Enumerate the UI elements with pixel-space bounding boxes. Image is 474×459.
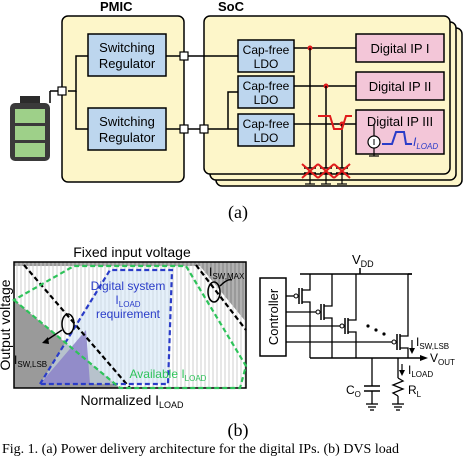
switching-regulator-2: Switching Regulator bbox=[87, 107, 167, 151]
panel-a: PMIC SoC Switching Regulator Switching R… bbox=[10, 0, 463, 223]
svg-text:Regulator: Regulator bbox=[99, 130, 156, 145]
iload-label: ILOAD bbox=[413, 135, 438, 151]
soc-input-terminal bbox=[199, 124, 209, 134]
voltage-droop-waveform bbox=[318, 115, 352, 130]
battery-icon bbox=[10, 96, 50, 161]
digital-system-requirement: requirement bbox=[96, 307, 161, 321]
vdd-label: VDD bbox=[352, 252, 374, 269]
svg-text:Switching: Switching bbox=[99, 114, 155, 129]
digital-system-label: Digital system bbox=[91, 279, 166, 293]
vout-label: VOUT bbox=[430, 351, 455, 367]
svg-text:Cap-free: Cap-free bbox=[243, 79, 290, 93]
load-current-waveform bbox=[382, 131, 412, 145]
isw-max-label: ISW,MAX bbox=[209, 265, 245, 281]
soc-label: SoC bbox=[218, 0, 245, 14]
pmic-output-terminal-2 bbox=[179, 124, 189, 134]
ldo-1: Cap-free LDO bbox=[237, 39, 295, 73]
svg-text:Digital IP III: Digital IP III bbox=[367, 114, 433, 129]
panel-a-label: (a) bbox=[228, 202, 248, 223]
controller-block bbox=[259, 277, 287, 357]
svg-text:Digital IP II: Digital IP II bbox=[369, 79, 432, 94]
ldo-3: Cap-free LDO bbox=[237, 113, 295, 147]
rl-label: RL bbox=[408, 383, 422, 399]
digital-ip-2: Digital IP II bbox=[355, 71, 445, 101]
svg-text:Cap-free: Cap-free bbox=[243, 117, 290, 131]
svg-text:LDO: LDO bbox=[254, 93, 279, 107]
fixed-input-label: Fixed input voltage bbox=[73, 244, 191, 260]
svg-text:Regulator: Regulator bbox=[99, 56, 156, 71]
pmos-1 bbox=[286, 274, 311, 312]
y-axis-label: Output voltage bbox=[0, 279, 13, 370]
isw-lsb-right-label: ISW,LSB bbox=[416, 335, 449, 351]
pmos-2 bbox=[286, 274, 333, 328]
pmic-input-terminal bbox=[57, 86, 67, 96]
svg-text:Digital IP I: Digital IP I bbox=[370, 41, 429, 56]
figure-caption: Fig. 1. (a) Power delivery architecture … bbox=[2, 442, 399, 457]
svg-text:LDO: LDO bbox=[254, 131, 279, 145]
available-label: Available ILOAD bbox=[130, 367, 207, 383]
svg-text:LDO: LDO bbox=[254, 57, 279, 71]
svg-text:Switching: Switching bbox=[99, 40, 155, 55]
digital-system-iload: ILOAD bbox=[115, 293, 140, 309]
digital-ip-1: Digital IP I bbox=[355, 33, 445, 63]
isw-lsb-label: ISW,LSB bbox=[14, 353, 47, 369]
iload-right-label: ILOAD bbox=[408, 363, 433, 379]
panel-b-label: (b) bbox=[228, 420, 249, 441]
controller-label: Controller bbox=[266, 288, 281, 345]
pmos-3 bbox=[286, 274, 357, 342]
pmic-output-terminal-1 bbox=[179, 51, 189, 61]
svg-text:Cap-free: Cap-free bbox=[243, 43, 290, 57]
switching-regulator-1: Switching Regulator bbox=[87, 33, 167, 77]
co-label: CO bbox=[346, 383, 361, 399]
panel-b-schematic: VDD Controller bbox=[259, 252, 455, 411]
pmos-lsb bbox=[286, 274, 409, 358]
ldo-2: Cap-free LDO bbox=[237, 75, 295, 109]
removed-capacitors bbox=[301, 163, 351, 185]
panel-b-plot: Fixed input voltage ISW,MAX ISW,LSB Digi… bbox=[0, 244, 248, 410]
x-axis-label: Normalized ILOAD bbox=[80, 392, 184, 410]
pmic-label: PMIC bbox=[100, 0, 133, 14]
